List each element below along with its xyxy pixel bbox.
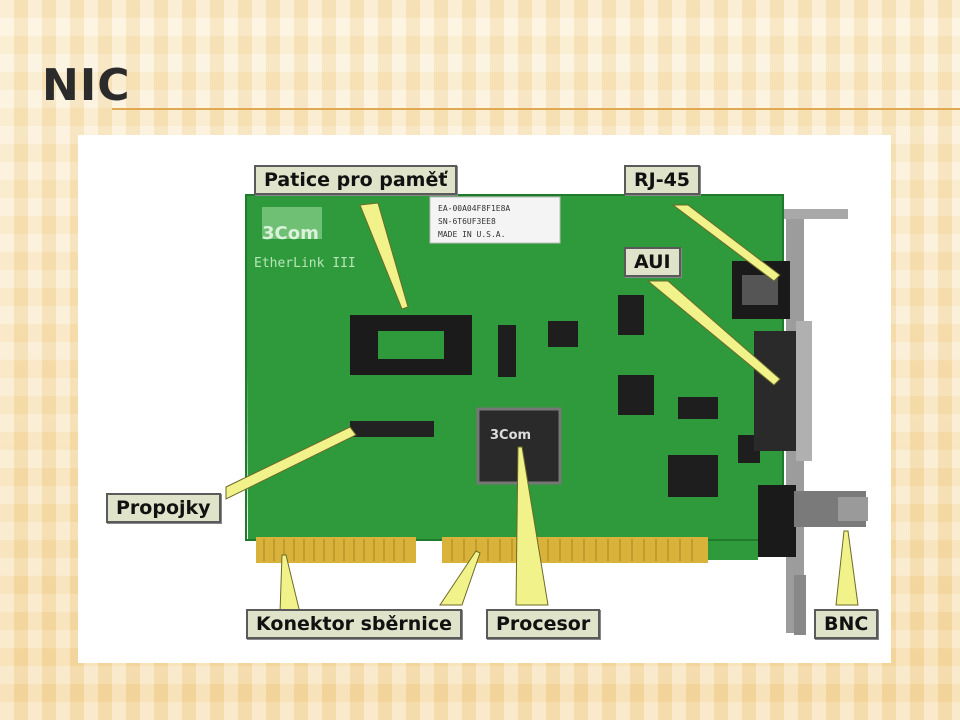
sticker-line-2: SN-6T6UF3EE8	[438, 217, 496, 226]
board-brand-text: 3Com	[262, 223, 319, 244]
slide-title: NIC	[42, 60, 131, 111]
pcb	[245, 194, 784, 560]
small-chips	[498, 295, 760, 497]
label-rj45: RJ-45	[624, 165, 701, 195]
bnc-port	[758, 485, 868, 557]
sticker-line-3: MADE IN U.S.A.	[438, 230, 505, 239]
jumper-header	[350, 421, 434, 437]
edge-connector-right	[442, 537, 708, 563]
label-aui: AUI	[624, 247, 681, 277]
label-jumpers: Propojky	[106, 493, 221, 523]
nic-photo: 3Com EtherLink III EA-00A04F8F1E8A SN-6T…	[78, 135, 891, 663]
edge-connector-left	[256, 537, 416, 563]
label-bnc: BNC	[814, 609, 879, 639]
sticker-line-1: EA-00A04F8F1E8A	[438, 204, 510, 213]
label-bus-connector: Konektor sběrnice	[246, 609, 462, 639]
label-processor: Procesor	[486, 609, 601, 639]
title-underline	[112, 108, 960, 110]
memory-socket	[350, 315, 472, 375]
nic-board-illustration: 3Com EtherLink III EA-00A04F8F1E8A SN-6T…	[225, 194, 868, 635]
label-pointers	[225, 202, 859, 614]
aui-port	[754, 321, 812, 461]
board-model-text: EtherLink III	[254, 256, 356, 271]
chip-brand-text: 3Com	[490, 428, 531, 443]
label-memory-socket: Patice pro paměť	[254, 165, 458, 195]
